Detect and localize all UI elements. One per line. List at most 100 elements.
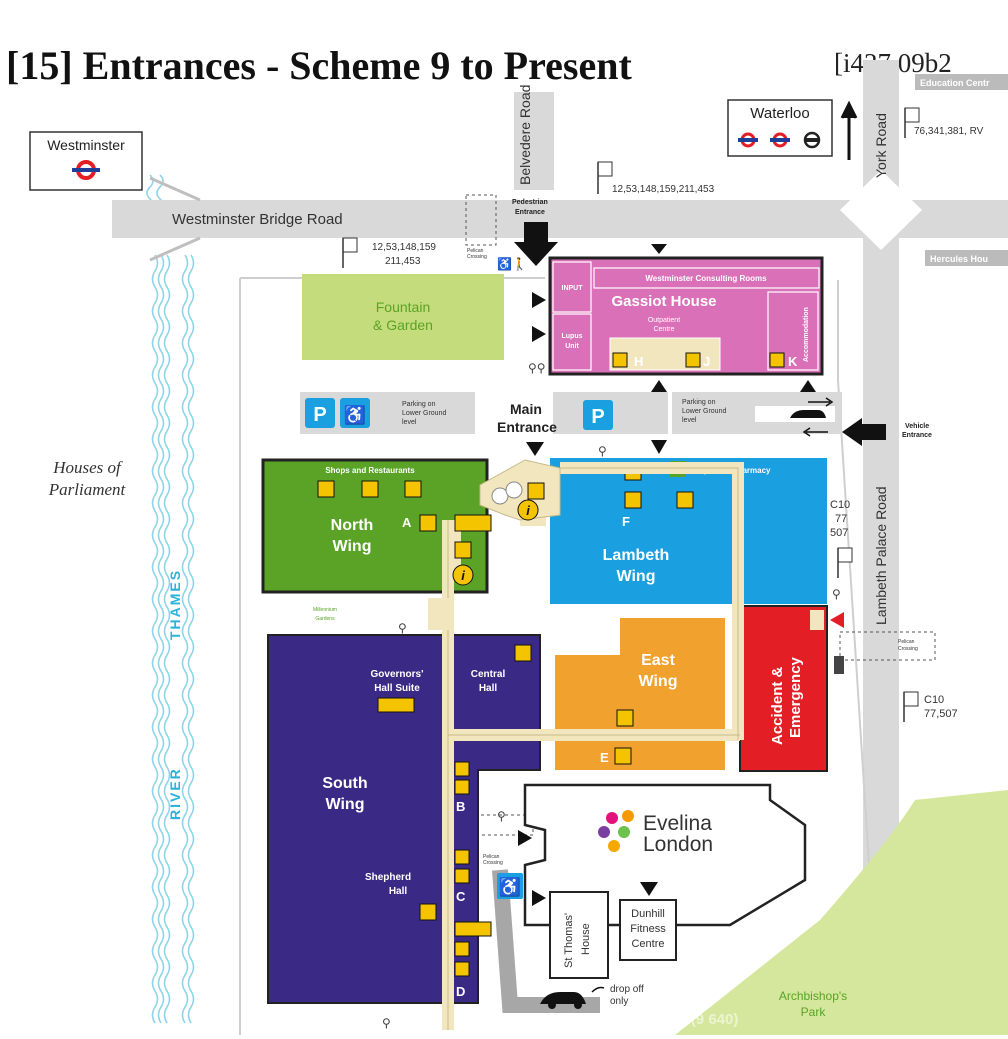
accident-emergency[interactable]: Accident & Emergency (739, 605, 828, 772)
svg-text:i: i (461, 568, 465, 583)
bus-routes-label: C10 (830, 499, 850, 511)
dunhill-label: Fitness (630, 923, 666, 935)
lift-letter: F (622, 514, 630, 529)
dunhill-label: Centre (631, 938, 664, 950)
lift-icon[interactable] (527, 482, 545, 500)
bus-stop-york-road[interactable]: 76,341,381, RV (904, 107, 984, 138)
bus-stop-westminster-bridge[interactable]: 12,53,148,159 211,453 (342, 237, 436, 268)
south-wing-label: South (322, 775, 367, 792)
information-icon[interactable] (517, 499, 539, 521)
entrance-arrow-icon (532, 890, 546, 906)
overground-icon (770, 132, 790, 148)
evelina-label: London (643, 833, 713, 856)
bicycle-icon: ⚲⚲ (528, 361, 546, 375)
lambeth-wing-label: Wing (617, 568, 656, 585)
archbishops-park[interactable]: Archbishop's Park (675, 790, 1008, 1035)
vehicle-entrance-label: Vehicle (905, 423, 929, 430)
evelina-label: Evelina (643, 812, 712, 835)
pelican-crossing-label: Pelican (467, 248, 484, 254)
drop-off-point[interactable]: drop off only (540, 984, 644, 1009)
parking-note: Lower Ground (682, 408, 726, 415)
vehicle-entrance[interactable]: Vehicle Entrance (755, 397, 932, 446)
south-wing-label: Wing (326, 796, 365, 813)
shepherd-hall-label: Hall (389, 886, 408, 897)
bus-stop-lambeth-palace-south[interactable]: C10 77,507 (903, 691, 958, 722)
lambeth-wing[interactable]: Outpatient Pharmacy Lambeth Wing F (550, 458, 827, 604)
lift-letter: C (456, 889, 466, 904)
education-centre-label: Education Centr (920, 78, 990, 88)
shops-label: Shops and Restaurants (325, 466, 415, 475)
belvedere-road-label: Belvedere Road (517, 85, 533, 185)
fountain-garden[interactable]: Fountain & Garden (302, 274, 504, 360)
pelican-crossing-label: Crossing (898, 646, 918, 652)
bicycle-icon: ⚲ (598, 444, 607, 458)
lift-a-icon[interactable] (419, 514, 437, 532)
consulting-rooms-label: Westminster Consulting Rooms (645, 274, 767, 283)
main-entrance[interactable]: Main Entrance (497, 401, 557, 456)
lift-e-icon[interactable] (614, 747, 632, 765)
lift-j-icon[interactable]: J (685, 352, 710, 369)
pedestrian-entrance[interactable]: Pedestrian Entrance Pelican Crossing ♿🚶 (467, 199, 558, 271)
vehicle-entrance-label: Entrance (902, 432, 932, 439)
pedestrian-entrance-label: Entrance (515, 209, 545, 216)
escalator-icon (514, 644, 532, 662)
outpatient-centre-label: Outpatient (648, 317, 680, 324)
entrance-arrow-icon (651, 380, 667, 392)
rail-icon (803, 131, 821, 149)
lift-letter: K (788, 354, 798, 369)
dunhill-fitness-centre[interactable]: Dunhill Fitness Centre (619, 882, 677, 961)
gassiot-house[interactable]: Westminster Consulting Rooms INPUT Lupus… (548, 256, 824, 376)
restaurant-icon (361, 480, 379, 498)
car-icon (540, 992, 586, 1004)
east-wing[interactable]: East Wing E (555, 618, 725, 770)
entrance-arrow-icon (640, 882, 658, 896)
outpatient-centre-label: Centre (653, 326, 674, 333)
lift-f-icon[interactable] (624, 491, 642, 509)
bus-routes-label: 12,53,148,159,211,453 (612, 184, 715, 195)
entrance-arrow-icon (532, 292, 546, 308)
waterloo-station[interactable]: Waterloo (727, 99, 833, 157)
information-icon[interactable] (452, 564, 474, 586)
parking-note: Parking on (682, 399, 716, 406)
lift-d-icon[interactable] (454, 961, 470, 977)
millennium-gardens-label: Gardens (315, 616, 335, 622)
lift-letter: E (600, 750, 609, 765)
lift-letter: J (703, 354, 710, 369)
entrance-arrow-icon (651, 244, 667, 254)
bus-stop-belvedere[interactable]: 12,53,148,159,211,453 (597, 161, 715, 195)
entrance-arrow-icon (526, 442, 544, 456)
westminster-station[interactable]: Westminster (29, 131, 143, 191)
ae-label: Emergency (787, 656, 804, 738)
car-icon (790, 410, 826, 418)
lift-c-icon[interactable] (454, 868, 470, 884)
page-title: [15] Entrances - Scheme 9 to Present (6, 43, 632, 88)
north-wing-label: Wing (333, 538, 372, 555)
bicycle-icon: ⚲ (398, 621, 407, 635)
lambeth-palace-road-label: Lambeth Palace Road (873, 486, 889, 625)
parking-icon: P (313, 404, 326, 426)
st-thomas-house[interactable]: St Thomas' House (549, 891, 609, 979)
lift-h-icon[interactable]: H (612, 352, 643, 369)
entrance-arrow-icon (842, 418, 886, 446)
accessible-walk-icon: ♿🚶 (497, 257, 527, 271)
parking-west[interactable]: P ♿ Parking on Lower Ground level (305, 398, 446, 428)
bus-routes-label: C10 (924, 694, 944, 706)
bus-stop-lambeth-palace-north[interactable]: C10 77 507 (830, 499, 853, 578)
south-wing[interactable]: South Wing Governors' Hall Suite Central… (267, 634, 541, 1004)
bus-routes-label: 77 (835, 513, 847, 525)
shepherd-hall-label: Shepherd (365, 872, 411, 883)
millennium-gardens-label: Millennium (313, 607, 337, 613)
lift-letter: H (634, 354, 643, 369)
escalator-icon (454, 849, 470, 865)
evelina-london[interactable]: Evelina London (523, 783, 807, 927)
parking-central[interactable]: P Parking on Lower Ground level (583, 399, 726, 430)
lift-k-icon[interactable]: K (769, 352, 798, 369)
parking-note: level (682, 417, 697, 424)
cafe-icon (419, 903, 437, 921)
lift-b-icon[interactable] (454, 779, 470, 795)
entrance-arrow-icon (800, 380, 816, 392)
archbishops-park-label: Archbishop's (779, 989, 847, 1003)
lift-letter: D (456, 984, 465, 999)
st-thomas-house-label: House (580, 923, 592, 955)
